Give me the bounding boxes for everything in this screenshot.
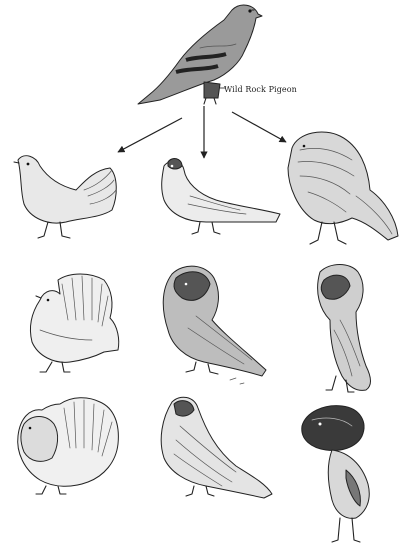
breed-r2c2-figure: [163, 266, 266, 384]
descent-arrows: [118, 106, 286, 158]
breed-r3c3-figure: [302, 406, 369, 542]
wild-rock-pigeon-figure: [138, 5, 262, 104]
breed-r3c2-figure: [161, 397, 272, 498]
breed-r1c3-figure: [288, 132, 398, 244]
breed-r3c1-figure: [18, 398, 119, 494]
breed-r1c2-figure: [162, 159, 280, 234]
arrow-right: [232, 112, 286, 142]
breed-r1c1-figure: [14, 156, 116, 238]
arrow-left: [118, 118, 182, 152]
breed-r2c1-figure: [30, 274, 118, 372]
breed-r2c3-figure: [318, 265, 371, 393]
